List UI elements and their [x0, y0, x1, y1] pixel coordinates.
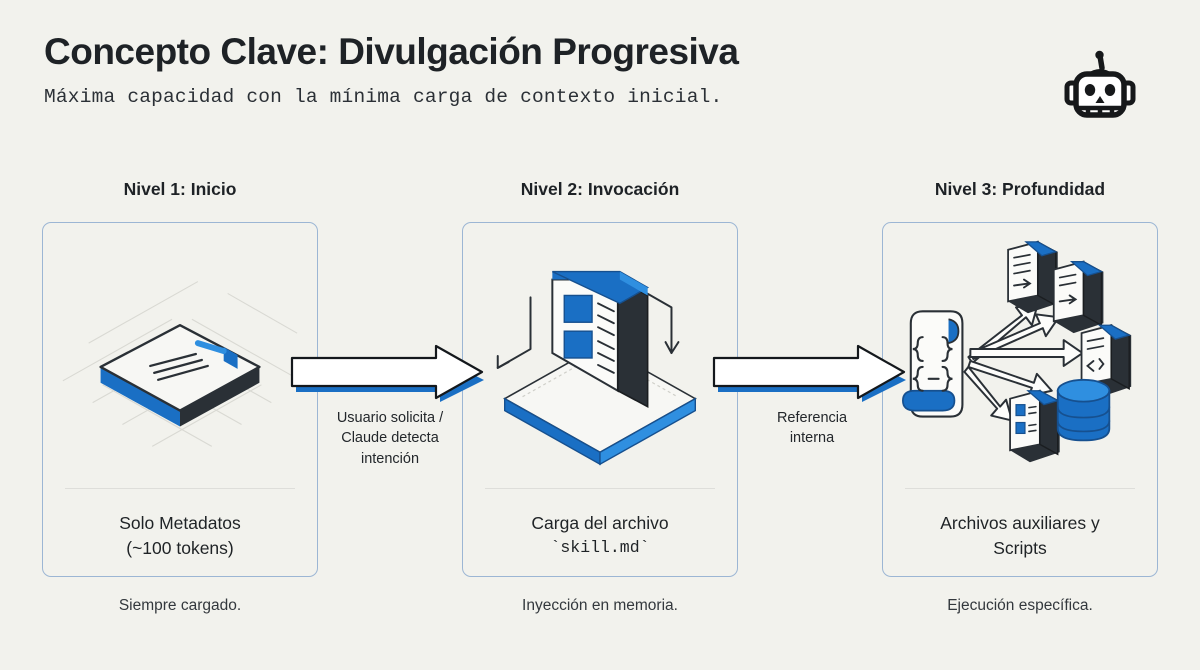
fanout-documents-database-illustration	[883, 231, 1157, 481]
level-column-2: Nivel 2: Invocación	[462, 178, 738, 615]
right-block-arrow-icon	[290, 344, 490, 402]
card-divider	[485, 488, 715, 489]
page-title: Concepto Clave: Divulgación Progresiva	[44, 31, 739, 72]
card-divider	[905, 488, 1135, 489]
connector-1-label-line-2: Claude detecta	[341, 430, 439, 447]
level-1-caption-line-2: (~100 tokens)	[126, 538, 234, 559]
level-1-footer: Siempre cargado.	[118, 597, 242, 614]
level-2-caption: Carga del archivo `skill.md`	[477, 511, 723, 560]
page-header: Concepto Clave: Divulgación Progresiva M…	[44, 30, 1160, 140]
levels-container: Nivel 1: Inicio	[0, 178, 1200, 648]
connector-1: Usuario solicita / Claude detecta intenc…	[290, 344, 490, 469]
isometric-document-platform-illustration	[463, 231, 737, 481]
connector-2-label-line-1: Referencia	[776, 410, 848, 426]
connector-1-label-line-1: Usuario solicita /	[336, 410, 444, 426]
level-3-caption-line-1: Archivos auxiliares y	[940, 513, 1100, 533]
isometric-metadata-card-illustration	[43, 231, 317, 481]
level-3-caption-line-2: Scripts	[993, 538, 1047, 559]
connector-2-label: Referencia interna	[712, 408, 912, 449]
connector-2-label-line-2: interna	[789, 430, 835, 447]
level-1-caption-line-1: Solo Metadatos	[119, 513, 241, 533]
level-2-footer: Inyección en memoria.	[522, 597, 678, 614]
card-divider	[65, 488, 295, 489]
level-3-card: Archivos auxiliares y Scripts	[882, 222, 1158, 577]
level-2-caption-line-2: `skill.md`	[550, 538, 650, 558]
right-block-arrow-icon	[712, 344, 912, 402]
level-2-title: Nivel 2: Invocación	[520, 179, 680, 199]
level-3-footer: Ejecución específica.	[947, 597, 1093, 614]
page-subtitle: Máxima capacidad con la mínima carga de …	[44, 86, 723, 109]
level-column-3: Nivel 3: Profundidad	[882, 178, 1158, 615]
level-1-card: Solo Metadatos (~100 tokens)	[42, 222, 318, 577]
level-3-caption: Archivos auxiliares y Scripts	[897, 511, 1143, 562]
level-1-title: Nivel 1: Inicio	[123, 179, 237, 199]
connector-2: Referencia interna	[712, 344, 912, 449]
level-2-caption-line-1: Carga del archivo	[531, 513, 669, 533]
connector-1-label: Usuario solicita / Claude detecta intenc…	[290, 408, 490, 469]
robot-head-icon	[1058, 46, 1142, 130]
connector-1-label-line-3: intención	[360, 450, 420, 467]
level-column-1: Nivel 1: Inicio	[42, 178, 318, 615]
level-1-caption: Solo Metadatos (~100 tokens)	[57, 511, 303, 562]
level-2-card: Carga del archivo `skill.md`	[462, 222, 738, 577]
level-3-title: Nivel 3: Profundidad	[934, 179, 1106, 199]
